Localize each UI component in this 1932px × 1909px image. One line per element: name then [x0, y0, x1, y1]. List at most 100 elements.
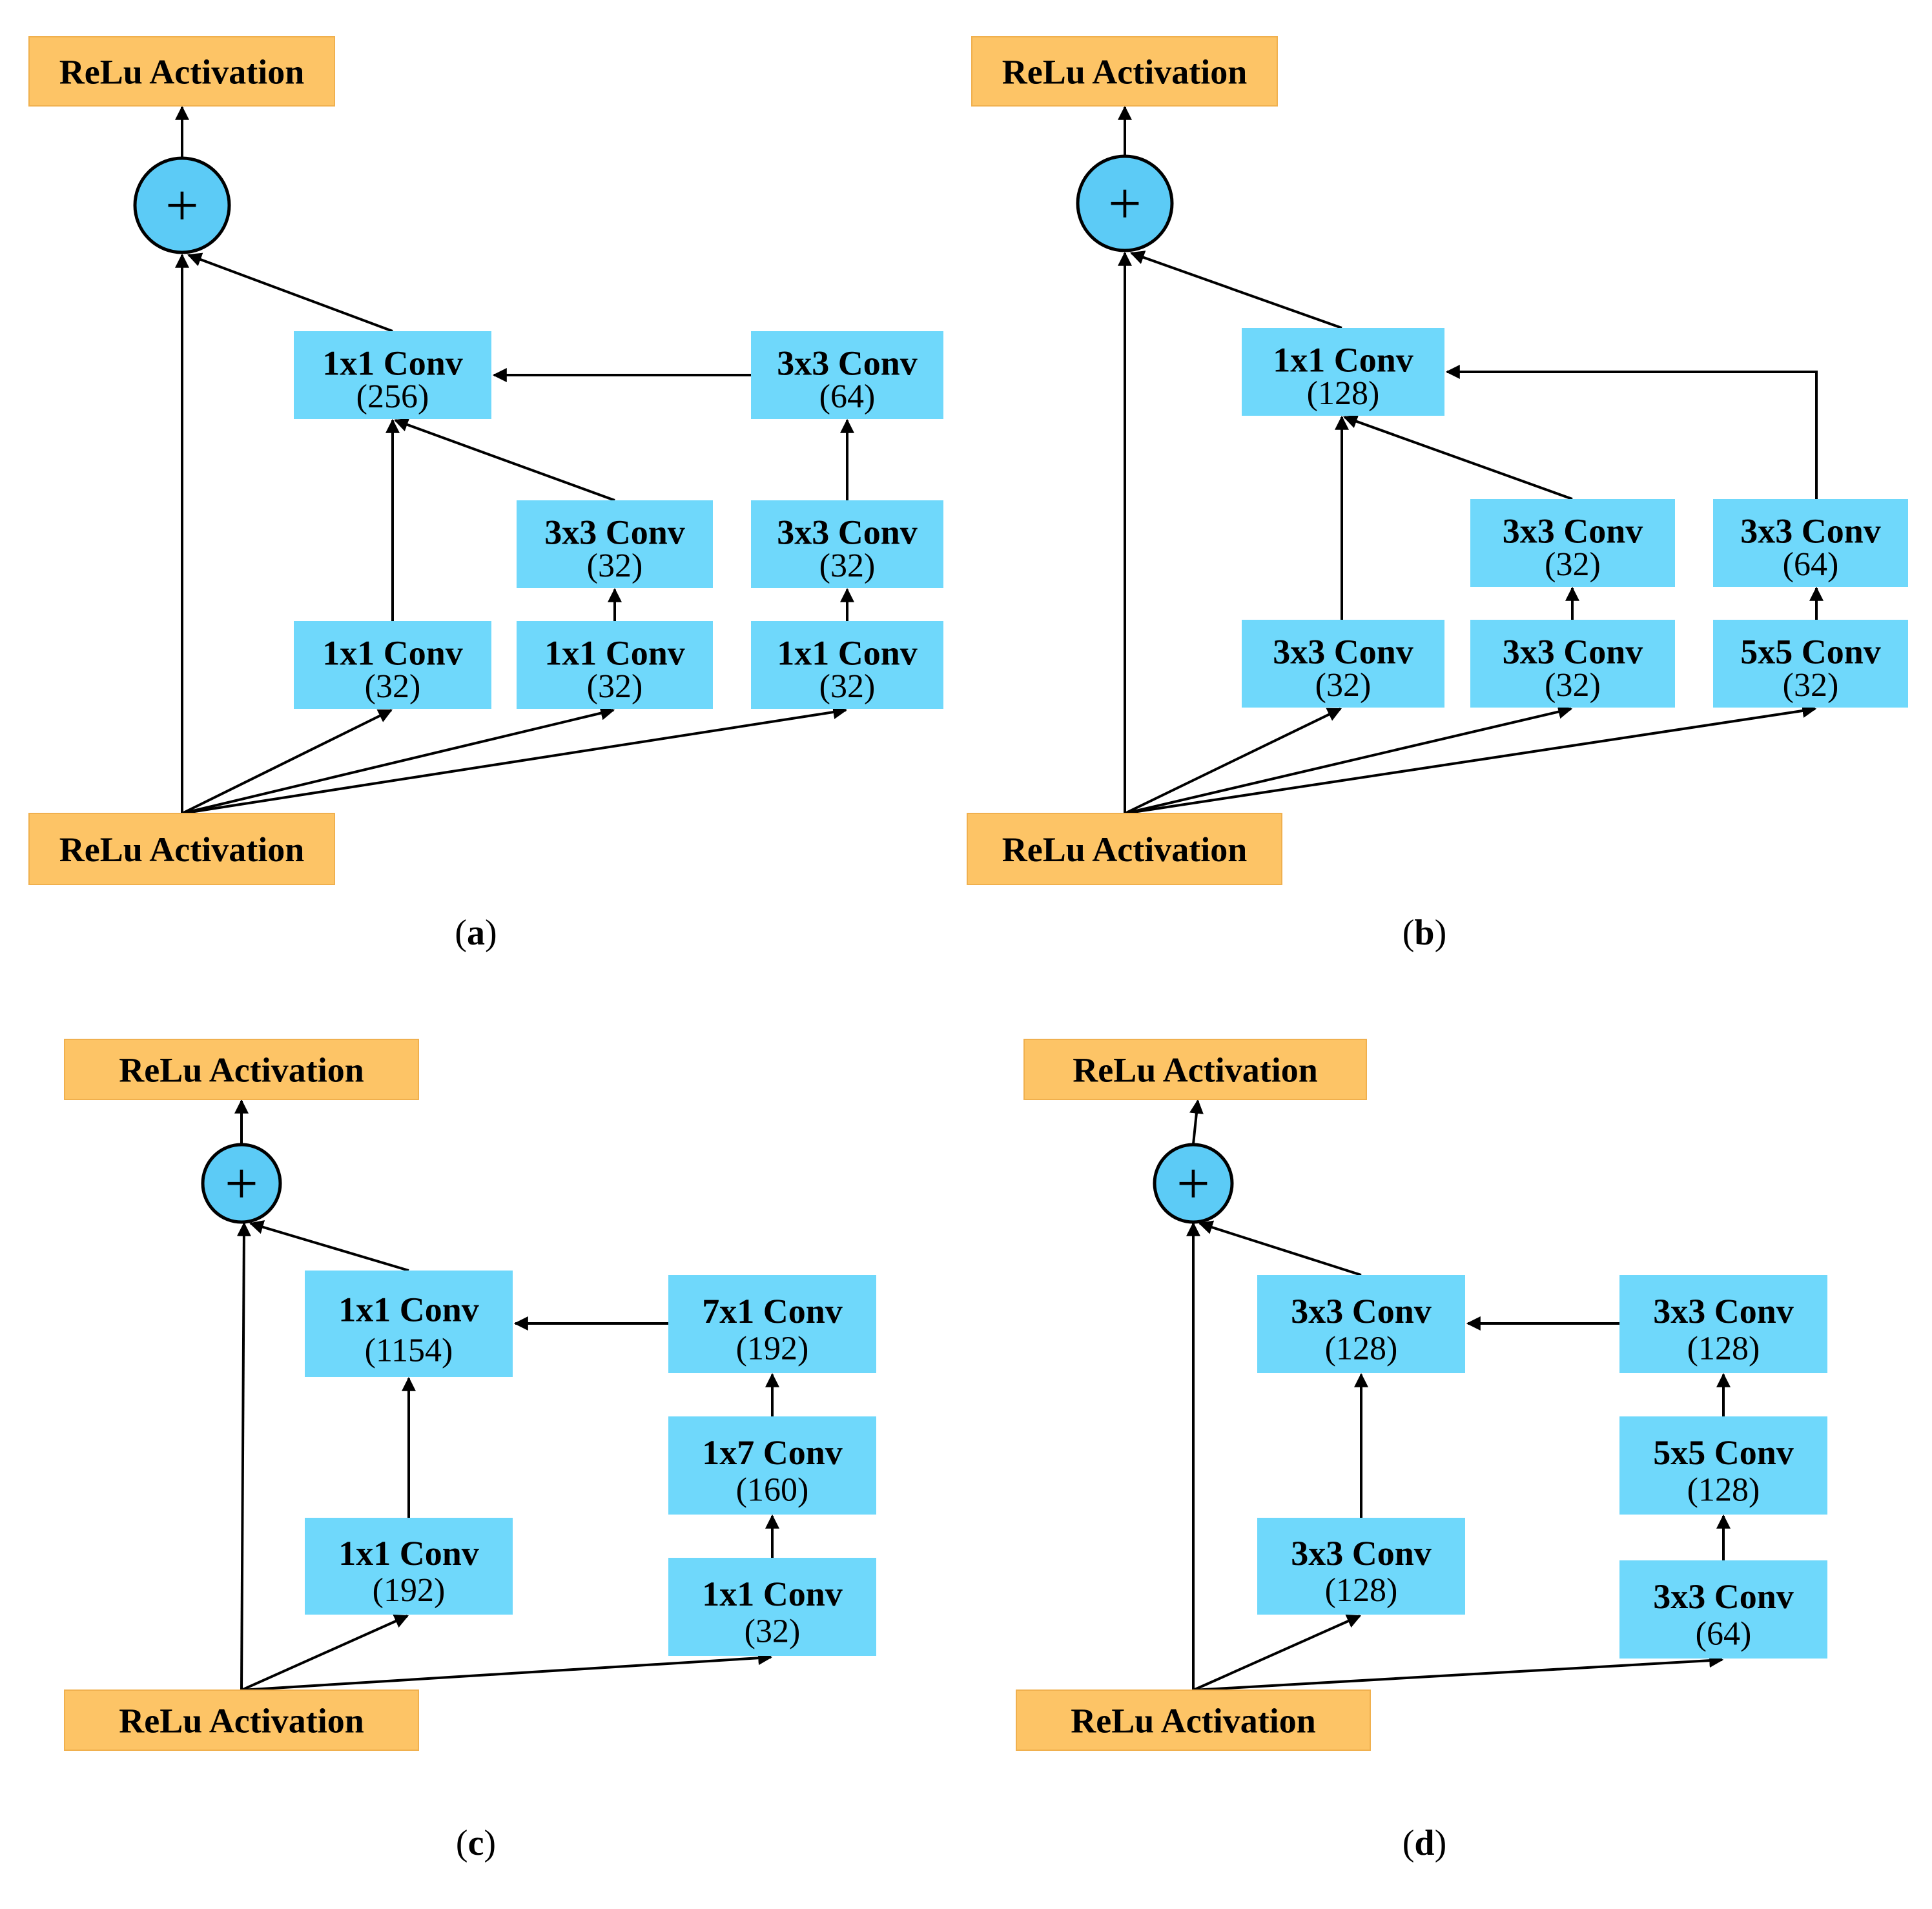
- top-relu-activation-label: ReLu Activation: [119, 1051, 364, 1090]
- arrow: [1193, 1653, 1724, 1691]
- conv-node-box: [668, 1275, 876, 1373]
- conv-node-title: 3x3 Conv: [1291, 1534, 1432, 1573]
- bottom-relu-activation: ReLu Activation: [64, 1690, 419, 1751]
- conv-node: 3x3 Conv(32): [1470, 499, 1675, 587]
- conv-node-filters: (256): [356, 378, 429, 415]
- conv-node: 5x5 Conv(32): [1713, 620, 1908, 708]
- conv-node-box: [1470, 620, 1675, 708]
- conv-node-box: [305, 1518, 513, 1615]
- conv-node-box: [1619, 1560, 1827, 1659]
- addition-node: +: [1076, 154, 1174, 252]
- arrow: [1198, 1220, 1362, 1276]
- conv-node-box: [1257, 1518, 1465, 1615]
- panel-label: (a): [455, 913, 497, 953]
- conv-node-box: [668, 1558, 876, 1656]
- conv-node-box: [305, 1271, 513, 1377]
- arrow: [241, 1615, 409, 1691]
- conv-node-title: 3x3 Conv: [1653, 1292, 1794, 1331]
- addition-node: +: [201, 1143, 282, 1224]
- conv-node-title: 3x3 Conv: [1740, 512, 1881, 551]
- conv-node: 1x1 Conv(256): [294, 331, 491, 419]
- conv-node: 3x3 Conv(32): [1470, 620, 1675, 708]
- bottom-relu-activation-label: ReLu Activation: [1071, 1702, 1316, 1741]
- top-relu-activation-box: [28, 36, 335, 107]
- connections: [234, 1099, 779, 1691]
- arrow: [181, 709, 393, 815]
- arrow: [1189, 1099, 1204, 1145]
- bottom-relu-activation: ReLu Activation: [1016, 1690, 1371, 1751]
- plus-sign: +: [225, 1150, 258, 1216]
- conv-node-box: [1619, 1416, 1827, 1515]
- conv-node-filters: (32): [1545, 667, 1601, 704]
- plus-sign: +: [1177, 1150, 1210, 1216]
- arrow: [1342, 414, 1573, 500]
- conv-node-title: 1x1 Conv: [544, 634, 685, 673]
- conv-node-filters: (64): [1783, 546, 1839, 583]
- panel-label: (c): [456, 1823, 496, 1863]
- conv-node-title: 1x1 Conv: [1273, 341, 1413, 380]
- conv-node-filters: (64): [819, 378, 876, 415]
- conv-node: 1x1 Conv(1154): [305, 1271, 513, 1377]
- conv-node-filters: (32): [365, 668, 421, 705]
- conv-node-filters: (32): [1315, 667, 1372, 704]
- plus-icon: [133, 156, 231, 254]
- conv-node: 1x1 Conv(32): [751, 621, 943, 709]
- conv-node-title: 3x3 Conv: [544, 513, 685, 552]
- conv-node-box: [1257, 1275, 1465, 1373]
- conv-node-filters: (160): [736, 1472, 809, 1509]
- conv-node: 3x3 Conv(32): [1242, 620, 1444, 708]
- conv-node: 1x1 Conv(32): [294, 621, 491, 709]
- conv-node-title: 7x1 Conv: [702, 1292, 843, 1331]
- top-relu-activation-label: ReLu Activation: [1002, 53, 1248, 92]
- conv-node: 3x3 Conv(32): [517, 500, 713, 588]
- conv-node-filters: (128): [1307, 375, 1380, 412]
- conv-node-filters: (32): [745, 1613, 801, 1650]
- bottom-relu-activation: ReLu Activation: [967, 813, 1282, 885]
- conv-node-title: 1x1 Conv: [322, 634, 463, 673]
- conv-node-title: 3x3 Conv: [1653, 1577, 1794, 1616]
- bottom-relu-activation-label: ReLu Activation: [119, 1702, 364, 1741]
- top-relu-activation-label: ReLu Activation: [1073, 1051, 1318, 1090]
- conv-node-box: [294, 331, 491, 419]
- conv-node-title: 3x3 Conv: [1273, 633, 1413, 671]
- arrow: [187, 252, 393, 332]
- conv-node-filters: (128): [1325, 1331, 1398, 1367]
- conv-node-box: [1713, 499, 1908, 587]
- conv-node-filters: (32): [819, 547, 876, 584]
- arrow: [1129, 250, 1342, 329]
- arrow: [249, 1220, 409, 1272]
- conv-node-box: [751, 621, 943, 709]
- conv-node: 1x1 Conv(128): [1242, 328, 1444, 416]
- conv-node: 3x3 Conv(128): [1257, 1518, 1465, 1615]
- conv-node-box: [1713, 620, 1908, 708]
- conv-node-filters: (192): [736, 1331, 809, 1367]
- conv-node-filters: (32): [587, 668, 643, 705]
- arrow: [1193, 1615, 1362, 1691]
- plus-icon: [1153, 1143, 1234, 1224]
- arrow: [236, 1221, 251, 1691]
- conv-node-filters: (64): [1696, 1616, 1752, 1653]
- conv-node-title: 1x1 Conv: [338, 1291, 479, 1329]
- arrow: [1124, 704, 1817, 815]
- conv-node-box: [294, 621, 491, 709]
- conv-node-title: 1x1 Conv: [702, 1575, 843, 1613]
- conv-node-title: 3x3 Conv: [1503, 633, 1643, 671]
- conv-node: 3x3 Conv(64): [1713, 499, 1908, 587]
- conv-node-title: 3x3 Conv: [1291, 1292, 1432, 1331]
- conv-node-title: 3x3 Conv: [1503, 512, 1643, 551]
- conv-node: 7x1 Conv(192): [668, 1275, 876, 1373]
- connections: [1186, 1099, 1731, 1691]
- conv-node-filters: (192): [373, 1572, 446, 1609]
- conv-node-box: [751, 331, 943, 419]
- conv-node: 3x3 Conv(32): [751, 500, 943, 588]
- conv-node: 1x1 Conv(32): [517, 621, 713, 709]
- arrow: [181, 705, 848, 815]
- conv-node-box: [1470, 499, 1675, 587]
- conv-node: 3x3 Conv(128): [1619, 1275, 1827, 1373]
- conv-node-title: 1x7 Conv: [702, 1433, 843, 1472]
- arrow: [1124, 704, 1573, 815]
- plus-sign: +: [1108, 170, 1142, 236]
